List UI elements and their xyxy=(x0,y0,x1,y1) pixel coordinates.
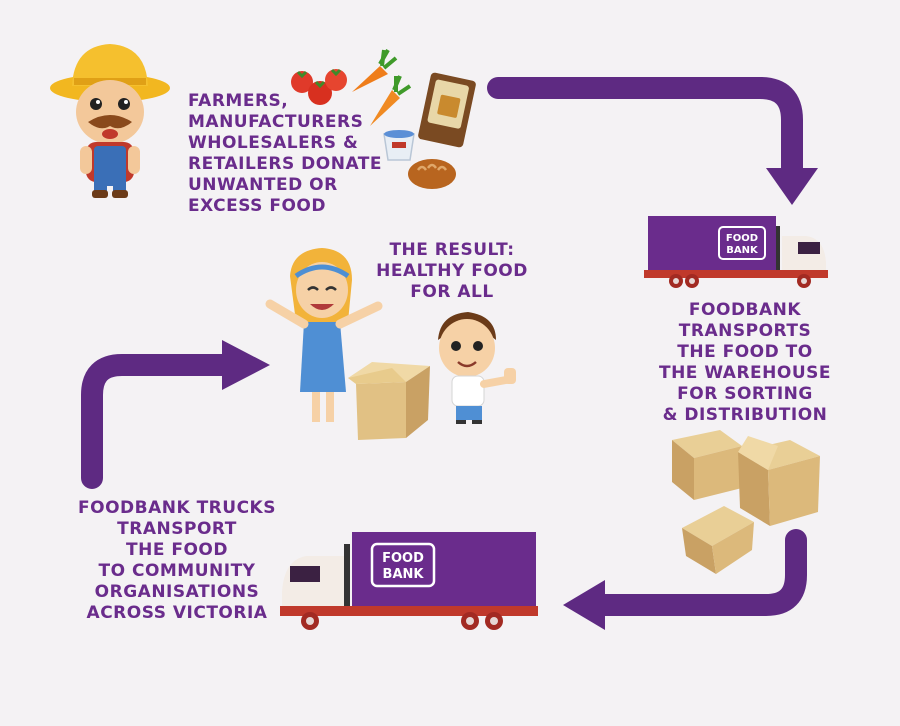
truck-logo-line2: BANK xyxy=(726,245,759,256)
bread-loaf-icon xyxy=(408,159,456,189)
arrow-to-result xyxy=(81,340,270,489)
stage-warehouse-line: FOODBANK xyxy=(688,300,802,320)
stage-warehouse-line: THE WAREHOUSE xyxy=(658,363,832,383)
stage-warehouse-line: TRANSPORTS xyxy=(678,321,812,341)
tomato-icon xyxy=(291,68,347,105)
boy-icon xyxy=(438,312,516,424)
stage-donate-line: RETAILERS DONATE xyxy=(188,154,382,174)
truck-logo-line1: FOOD xyxy=(726,233,758,244)
stage-donate-line: FARMERS, xyxy=(188,91,289,111)
stage-community-line: ORGANISATIONS xyxy=(94,582,260,602)
truck-logo-line2: BANK xyxy=(383,567,425,582)
result-line: HEALTHY FOOD xyxy=(376,261,528,281)
arrow-to-trucks xyxy=(563,529,807,630)
result-line: FOR ALL xyxy=(410,282,494,302)
stage-donate-line: EXCESS FOOD xyxy=(188,196,326,216)
stage-community-line: ACROSS VICTORIA xyxy=(86,603,268,623)
cardboard-box-icon xyxy=(738,436,820,526)
stage-community-label: FOODBANK TRUCKS TRANSPORT THE FOOD TO CO… xyxy=(72,498,282,624)
truck-icon: FOOD BANK xyxy=(280,532,538,630)
snack-packet-icon xyxy=(418,72,476,148)
stage-community-line: TRANSPORT xyxy=(117,519,237,539)
cardboard-box-icon xyxy=(682,506,754,574)
cardboard-box-icon xyxy=(348,362,430,440)
stage-warehouse-line: & DISTRIBUTION xyxy=(662,405,828,425)
stage-warehouse-line: FOR SORTING xyxy=(677,384,813,404)
truck-logo-line1: FOOD xyxy=(382,551,424,566)
stage-donate-line: MANUFACTURERS xyxy=(188,112,364,132)
stage-warehouse-label: FOODBANK TRANSPORTS THE FOOD TO THE WARE… xyxy=(655,300,835,426)
farmer-icon xyxy=(50,44,170,198)
stage-community-line: THE FOOD xyxy=(126,540,228,560)
result-label: THE RESULT: HEALTHY FOOD FOR ALL xyxy=(372,240,532,303)
cardboard-box-icon xyxy=(672,430,742,500)
stage-donate-line: WHOLESALERS & xyxy=(188,133,359,153)
stage-donate-line: UNWANTED OR xyxy=(188,175,338,195)
truck-icon: FOOD BANK xyxy=(644,216,828,288)
stage-community-line: FOODBANK TRUCKS xyxy=(78,498,276,518)
stage-donate-label: FARMERS, MANUFACTURERS WHOLESALERS & RET… xyxy=(188,91,382,217)
carrot-icon xyxy=(352,49,412,126)
girl-icon xyxy=(265,248,383,422)
stage-community-line: TO COMMUNITY xyxy=(98,561,256,581)
stage-warehouse-line: THE FOOD TO xyxy=(677,342,813,362)
yogurt-cup-icon xyxy=(383,130,415,161)
result-line: THE RESULT: xyxy=(389,240,515,260)
arrow-to-warehouse xyxy=(487,77,818,205)
